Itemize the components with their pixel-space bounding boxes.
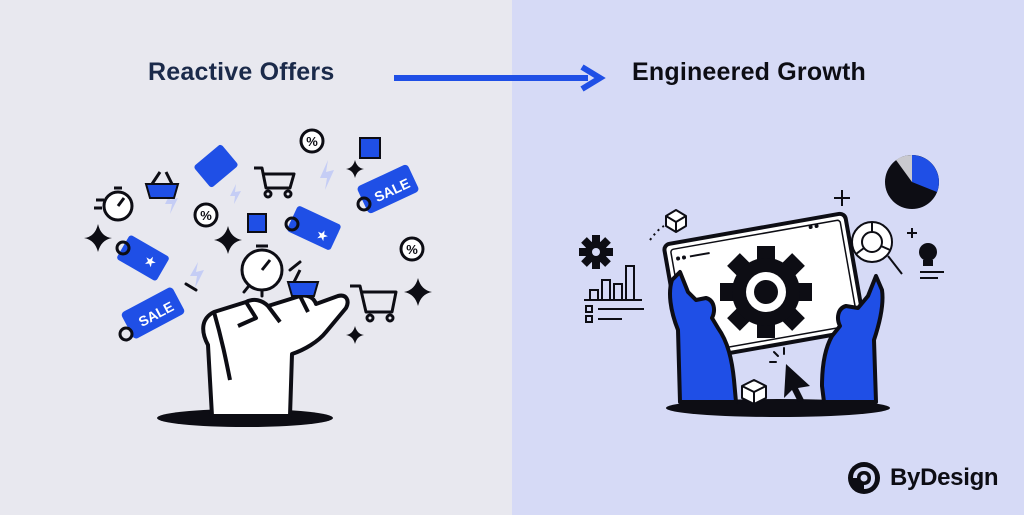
cube-icon bbox=[665, 209, 687, 233]
gear-icon bbox=[720, 246, 812, 338]
plus-icons bbox=[834, 190, 917, 238]
mouse-pointer-icon bbox=[784, 364, 810, 402]
reactive-offers-heading: Reactive Offers bbox=[148, 58, 335, 86]
cube-icon bbox=[741, 379, 767, 405]
percent-badge-icons bbox=[193, 128, 425, 262]
left-hand-shape bbox=[668, 270, 738, 404]
brand-name: ByDesign bbox=[890, 464, 999, 491]
hand-with-floating-deals-illustration: % % % ★ ★ SALE SALE bbox=[84, 128, 432, 427]
right-hand-shape bbox=[820, 274, 885, 404]
shopping-cart-icons bbox=[254, 166, 398, 323]
basket-icons bbox=[144, 183, 320, 297]
arrow-right-icon bbox=[394, 64, 606, 92]
percent-label: % bbox=[200, 208, 212, 223]
bar-chart-icon bbox=[584, 265, 642, 301]
bydesign-logo-icon bbox=[848, 462, 880, 494]
percent-label: % bbox=[306, 134, 318, 149]
package-icons bbox=[247, 137, 381, 233]
small-gear-icon bbox=[579, 235, 613, 269]
donut-chart-icon bbox=[851, 221, 893, 263]
checklist-icon bbox=[585, 305, 644, 323]
pie-chart-icon bbox=[885, 154, 939, 209]
sale-tag-icons bbox=[118, 164, 419, 342]
light-bulb-icon bbox=[919, 243, 944, 279]
percent-label: % bbox=[406, 242, 418, 257]
engineered-growth-heading: Engineered Growth bbox=[632, 58, 866, 86]
brand-logo: ByDesign bbox=[846, 460, 999, 496]
dotted-arc-shape bbox=[649, 225, 665, 241]
sparkle-icons bbox=[84, 160, 432, 344]
star-icon: ★ bbox=[313, 225, 331, 245]
